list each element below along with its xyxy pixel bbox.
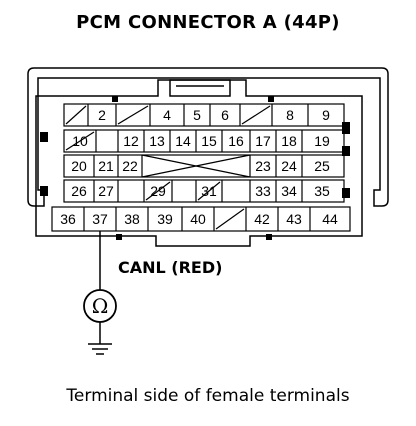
pin-12: 12 bbox=[123, 133, 139, 149]
pin-43: 43 bbox=[286, 211, 302, 227]
pin-22: 22 bbox=[122, 158, 138, 174]
pin-10: 10 bbox=[72, 133, 88, 149]
pin-26: 26 bbox=[71, 183, 87, 199]
pin-18: 18 bbox=[281, 133, 297, 149]
pin-2: 2 bbox=[98, 107, 106, 123]
pin-19: 19 bbox=[314, 133, 330, 149]
wire-label: CANL (RED) bbox=[118, 258, 223, 277]
pin-40: 40 bbox=[190, 211, 206, 227]
key-mark-right bbox=[268, 96, 274, 102]
right-lock-lower bbox=[342, 188, 350, 198]
pin-34: 34 bbox=[281, 183, 297, 199]
connector-inner-body bbox=[35, 79, 363, 247]
pin-35: 35 bbox=[314, 183, 330, 199]
connector-outer-housing bbox=[27, 67, 389, 207]
pin-33: 33 bbox=[255, 183, 271, 199]
pin-31: 31 bbox=[201, 183, 217, 199]
connector-title: PCM CONNECTOR A (44P) bbox=[76, 12, 340, 33]
pin-27: 27 bbox=[98, 183, 114, 199]
pin-25: 25 bbox=[314, 158, 330, 174]
terminal-grid bbox=[51, 103, 351, 232]
pin-37: 37 bbox=[92, 211, 108, 227]
left-lock-upper bbox=[40, 132, 48, 142]
pin-39: 39 bbox=[157, 211, 173, 227]
pin-4: 4 bbox=[163, 107, 171, 123]
connector-top-latch bbox=[169, 79, 231, 97]
pin-24: 24 bbox=[281, 158, 297, 174]
pin-38: 38 bbox=[124, 211, 140, 227]
diagram-caption: Terminal side of female terminals bbox=[66, 386, 350, 406]
pin-21: 21 bbox=[98, 158, 114, 174]
pin-17: 17 bbox=[255, 133, 271, 149]
pin-16: 16 bbox=[228, 133, 244, 149]
pin-29: 29 bbox=[150, 183, 166, 199]
ohm-icon: Ω bbox=[92, 294, 109, 318]
pin-8: 8 bbox=[286, 107, 294, 123]
pin-36: 36 bbox=[60, 211, 76, 227]
pin-20: 20 bbox=[71, 158, 87, 174]
pin-15: 15 bbox=[201, 133, 217, 149]
right-lock-upper bbox=[342, 122, 350, 134]
pin-9: 9 bbox=[322, 107, 330, 123]
pin-6: 6 bbox=[221, 107, 229, 123]
right-lock-mid bbox=[342, 146, 350, 156]
pin-13: 13 bbox=[149, 133, 165, 149]
side-locks bbox=[40, 96, 350, 240]
ground-icon bbox=[88, 322, 112, 355]
pin-44: 44 bbox=[322, 211, 338, 227]
key-mark-bottom-right bbox=[266, 234, 272, 240]
pin-14: 14 bbox=[175, 133, 191, 149]
pin-5: 5 bbox=[193, 107, 201, 123]
left-lock-lower bbox=[40, 186, 48, 196]
key-mark-bottom-left bbox=[116, 234, 122, 240]
pin-42: 42 bbox=[254, 211, 270, 227]
pin-23: 23 bbox=[255, 158, 271, 174]
key-mark-left bbox=[112, 96, 118, 102]
